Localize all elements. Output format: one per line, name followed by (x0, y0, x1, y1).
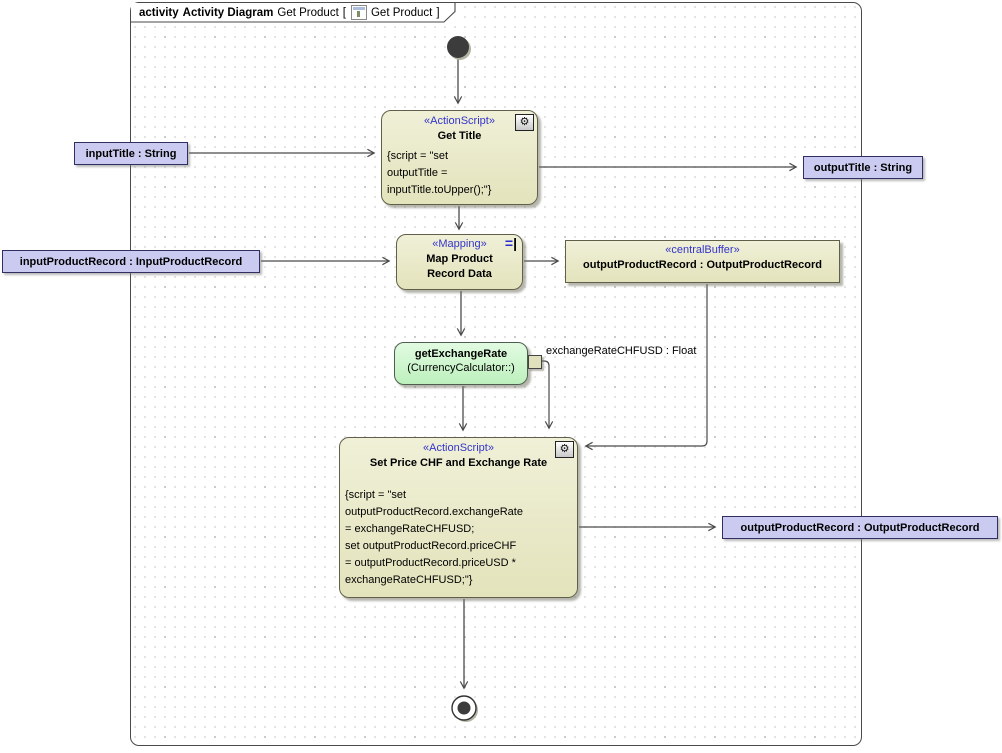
edge-central-buffer-to-set-price[interactable] (584, 284, 708, 451)
stereotype-label: «centralBuffer» (665, 244, 740, 256)
edge-pin-to-set-price[interactable] (541, 360, 554, 430)
stereotype-label: «Mapping» (432, 238, 487, 250)
behavior-context: (CurrencyCalculator::) (407, 362, 515, 374)
output-pin-label: exchangeRateCHFUSD : Float (546, 345, 697, 357)
action-name: Set Price CHF and Exchange Rate (369, 457, 548, 469)
frame-diagram-name: Get Product (277, 6, 339, 19)
action-get-title[interactable]: ⚙ «ActionScript» Get Title {script = "se… (381, 110, 538, 205)
object-node-output-title[interactable]: outputTitle : String (803, 156, 923, 179)
action-map-product-record-data[interactable]: =| «Mapping» Map Product Record Data (396, 234, 523, 290)
frame-ref-name: Get Product (370, 6, 433, 19)
frame-diagram-type: Activity Diagram (182, 6, 274, 19)
gear-icon: ⚙ (555, 441, 574, 458)
activity-diagram-icon (351, 5, 367, 20)
call-behavior-get-exchange-rate[interactable]: getExchangeRate (CurrencyCalculator::) (394, 342, 528, 385)
frame-tab-outline (131, 3, 456, 23)
action-name: Get Title (437, 130, 482, 142)
object-node-label: outputTitle : String (813, 161, 913, 174)
gear-glyph: ⚙ (559, 443, 570, 455)
frame-header-tab: activity Activity Diagram Get Product [ … (131, 3, 463, 22)
initial-node[interactable] (447, 36, 469, 58)
action-set-price-chf-and-exchange-rate[interactable]: ⚙ «ActionScript» Set Price CHF and Excha… (339, 437, 578, 598)
object-node-label: inputProductRecord : InputProductRecord (19, 255, 243, 268)
object-node-label: outputProductRecord : OutputProductRecor… (740, 521, 980, 534)
gear-glyph: ⚙ (519, 116, 530, 128)
central-buffer-output-product-record[interactable]: «centralBuffer» outputProductRecord : Ou… (565, 240, 840, 283)
mapping-icon-bar: | (513, 235, 517, 251)
action-script-text: {script = "set outputTitle = inputTitle.… (387, 150, 492, 196)
mapping-icon: =| (504, 235, 517, 251)
action-name: Map Product Record Data (426, 253, 493, 280)
action-script-text: {script = "set outputProductRecord.excha… (345, 489, 523, 586)
object-node-input-product-record[interactable]: inputProductRecord : InputProductRecord (2, 250, 260, 273)
mapping-icon-equals: = (504, 235, 514, 251)
frame-bracket-close: ] (436, 6, 440, 19)
gear-icon: ⚙ (515, 114, 534, 131)
buffer-name: outputProductRecord : OutputProductRecor… (583, 259, 822, 271)
final-node-core (457, 701, 471, 715)
output-pin[interactable] (528, 355, 542, 369)
frame-keyword: activity (139, 6, 179, 19)
frame-bracket-open: [ (342, 6, 346, 19)
behavior-name: getExchangeRate (414, 348, 508, 360)
stereotype-label: «ActionScript» (423, 442, 494, 454)
object-node-input-title[interactable]: inputTitle : String (74, 142, 188, 165)
object-node-output-product-record[interactable]: outputProductRecord : OutputProductRecor… (722, 516, 998, 539)
object-node-label: inputTitle : String (85, 147, 177, 160)
stereotype-label: «ActionScript» (424, 115, 495, 127)
